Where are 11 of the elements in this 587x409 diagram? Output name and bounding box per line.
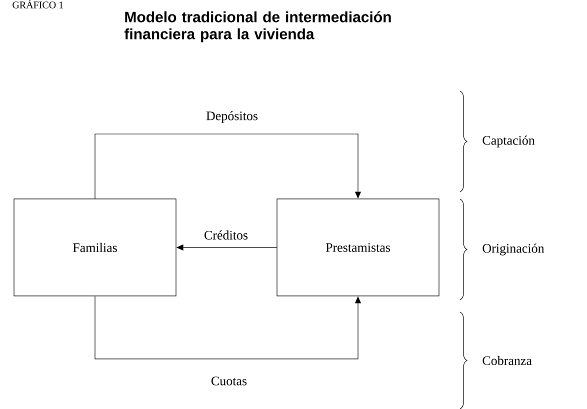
figure-number: GRÁFICO 1 (12, 0, 63, 8)
edge-label: Depósitos (206, 111, 258, 123)
stage-label: Captación (482, 136, 535, 148)
title: Modelo tradicional de intermediación financiera para la vivienda (124, 11, 391, 42)
stage-label: Cobranza (482, 356, 532, 366)
edge-label: Créditos (204, 230, 248, 240)
arrow (94, 134, 362, 199)
process-box: Familias (14, 198, 176, 296)
edge-label: Cuotas (211, 376, 247, 386)
stage-label: Originación (482, 244, 544, 256)
process-box: Prestamistas (276, 198, 440, 296)
